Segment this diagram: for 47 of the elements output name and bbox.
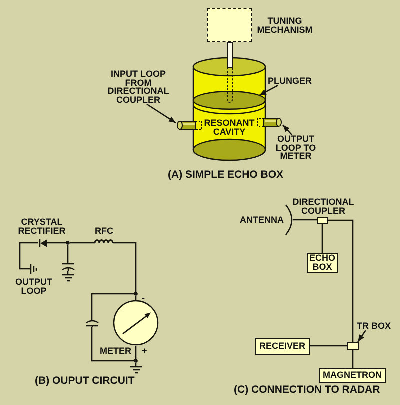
circuit-wire (91, 327, 134, 362)
leader-arrow (282, 124, 292, 136)
junction-dot (134, 359, 138, 363)
connector-line (310, 345, 347, 347)
cavity-label: RESONANT CAVITY (203, 119, 256, 136)
junction-dot (66, 241, 70, 245)
connector-line (322, 224, 324, 253)
part-label: ANTENNA (239, 216, 284, 225)
component-label: CRYSTAL RECTIFIER (17, 218, 67, 236)
junction-dot (134, 292, 138, 296)
junction-box (347, 342, 359, 350)
circuit-wire (91, 293, 134, 320)
coupling-loop (176, 119, 203, 132)
part-label: DIRECTIONAL COUPLER (292, 198, 355, 216)
component-label: OUTPUT LOOP (14, 278, 54, 296)
component-box: RECEIVER (255, 338, 310, 354)
circuit-wire (48, 242, 66, 244)
component-box: ECHO BOX (307, 253, 338, 273)
connector-line (328, 220, 354, 342)
part-label: INPUT LOOP FROM DIRECTIONAL COUPLER (107, 70, 170, 104)
figure-caption: (A) SIMPLE ECHO BOX (168, 170, 284, 181)
plunger-disc (192, 91, 267, 110)
circuit-wire (135, 346, 137, 359)
circuit-wire (113, 242, 137, 292)
part-label: PLUNGER (268, 77, 312, 86)
part-label: OUTPUT LOOP TO METER (271, 135, 321, 161)
part-label: TR BOX (357, 322, 392, 331)
coupling-loop (257, 116, 283, 129)
connector-line (352, 350, 354, 368)
polarity-sign: - (142, 294, 145, 303)
connector-line (293, 219, 317, 221)
polarity-sign: + (142, 347, 148, 356)
part-label: TUNING MECHANISM (256, 17, 314, 34)
figure-caption: (B) OUPUT CIRCUIT (35, 376, 135, 387)
circuit-wire (70, 242, 95, 244)
leader-arrow (259, 85, 278, 96)
component-label: RFC (95, 227, 114, 236)
circuit-wire (135, 296, 137, 300)
circuit-wire (19, 242, 38, 270)
circuit-wire (67, 245, 69, 263)
circuit-wire (135, 363, 137, 366)
circuit-wire (67, 271, 69, 274)
leader-arrow (358, 330, 366, 342)
leader-arrow (146, 104, 176, 124)
component-box: MAGNETRON (319, 368, 386, 383)
figure-caption: (C) CONNECTION TO RADAR (234, 385, 380, 396)
component-label: METER (100, 347, 132, 356)
